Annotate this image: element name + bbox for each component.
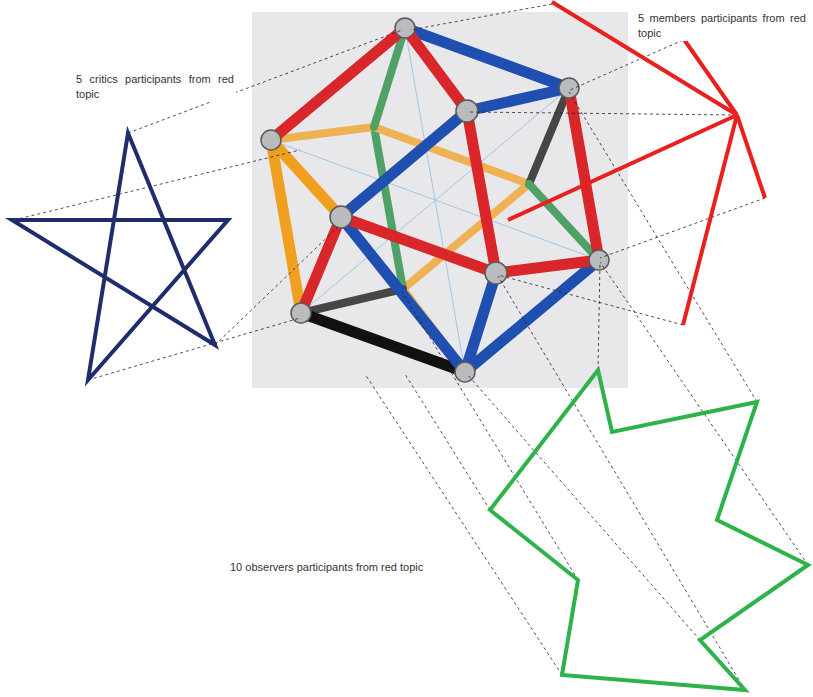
caption-note: 10 observers participants from red topic xyxy=(228,560,450,575)
connector-balls xyxy=(261,18,609,382)
green-star xyxy=(490,370,808,690)
caption-note: 5 critics participants from red topic xyxy=(74,72,236,102)
pentagram xyxy=(12,133,228,380)
photo-ground xyxy=(252,12,628,388)
projection-lines xyxy=(14,4,808,690)
red-fan xyxy=(508,2,765,325)
caption-note: 5 members participants from red topic xyxy=(636,11,808,41)
